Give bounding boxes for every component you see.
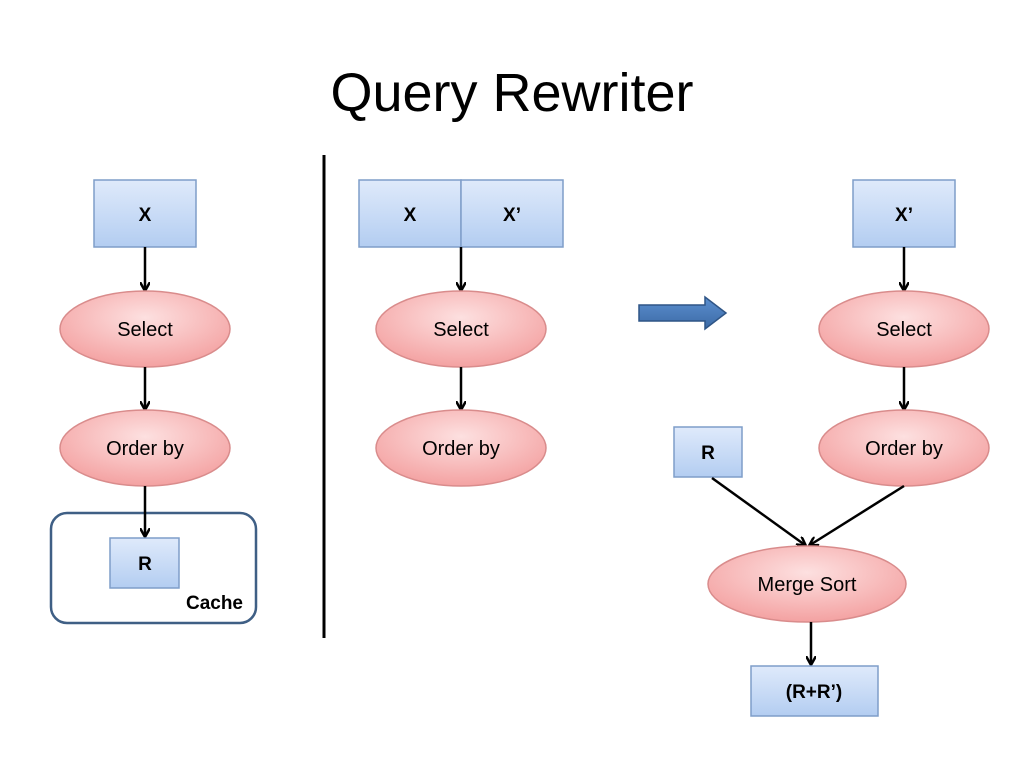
left-diagram: Cache X Select Order by R (49, 179, 258, 625)
left-input-label: X (139, 205, 152, 226)
middle-select-label: Select (433, 319, 489, 341)
middle-order-by-node (375, 409, 547, 487)
right-cached-label: R (701, 443, 715, 464)
transform-arrow-icon (638, 295, 728, 331)
right-arrow-from-order-by (810, 484, 905, 545)
right-input-box (852, 179, 956, 248)
middle-input-box-x-prime (460, 179, 564, 248)
left-select-label: Select (117, 319, 173, 341)
right-order-by-label: Order by (865, 438, 943, 460)
right-cached-box (673, 426, 743, 478)
left-order-by-label: Order by (106, 438, 184, 460)
right-input-label: X’ (895, 205, 913, 226)
middle-input-label-x-prime: X’ (503, 205, 521, 226)
middle-order-by-label: Order by (422, 438, 500, 460)
output-box (750, 665, 879, 717)
middle-input-label-x: X (404, 205, 417, 226)
right-arrow-from-cache (711, 476, 805, 545)
cache-label: Cache (186, 593, 243, 614)
left-result-box (109, 537, 180, 589)
left-result-label: R (138, 554, 152, 575)
middle-diagram: X X’ Select Order by (358, 179, 564, 487)
slide-title: Query Rewriter (330, 63, 694, 123)
merge-sort-node (707, 545, 907, 623)
right-diagram: X’ Select Order by R Merge Sort (R+R’) (673, 179, 990, 717)
output-label: (R+R’) (786, 682, 842, 703)
middle-input-box-x (358, 179, 462, 248)
right-select-label: Select (876, 319, 932, 341)
merge-sort-label: Merge Sort (758, 574, 857, 596)
